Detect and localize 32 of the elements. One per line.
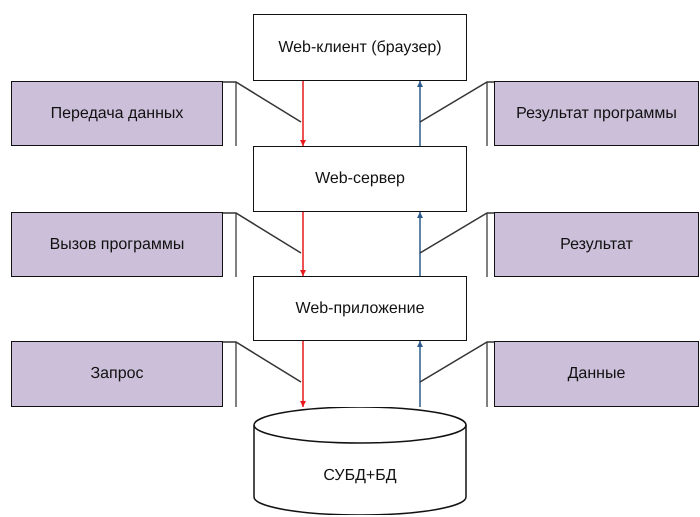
- arrow: [417, 341, 423, 407]
- leader-line: [420, 81, 494, 123]
- arrow: [417, 212, 423, 276]
- leader-line: [223, 341, 302, 383]
- process-box: [253, 14, 467, 81]
- node-label: Вызов программы: [50, 236, 184, 254]
- node-label: Web-сервер: [315, 170, 405, 188]
- callout-box: [494, 341, 699, 407]
- node-label: Web-приложение: [296, 300, 424, 318]
- process-box: [253, 146, 467, 212]
- callout-box: [494, 81, 699, 146]
- callout-box: [11, 212, 223, 277]
- leader-line: [420, 341, 494, 383]
- leader-line: [223, 212, 302, 254]
- callout-box: [11, 341, 223, 407]
- node-label: Запрос: [90, 365, 144, 383]
- arrow: [300, 81, 306, 146]
- process-box: [253, 276, 467, 341]
- leader-line: [223, 81, 302, 123]
- leader-line: [420, 212, 494, 254]
- node-label: Результат: [560, 236, 633, 254]
- arrow: [300, 212, 306, 276]
- node-label: Результат программы: [516, 104, 677, 122]
- arrow: [300, 341, 306, 407]
- node-label: СУБД+БД: [323, 467, 397, 485]
- database-cylinder: [253, 407, 467, 515]
- node-label: Передача данных: [50, 104, 184, 122]
- arrow: [417, 81, 423, 146]
- callout-box: [11, 81, 223, 146]
- node-label: Web-клиент (браузер): [278, 38, 442, 56]
- node-label: Данные: [568, 365, 626, 383]
- callout-box: [494, 212, 699, 277]
